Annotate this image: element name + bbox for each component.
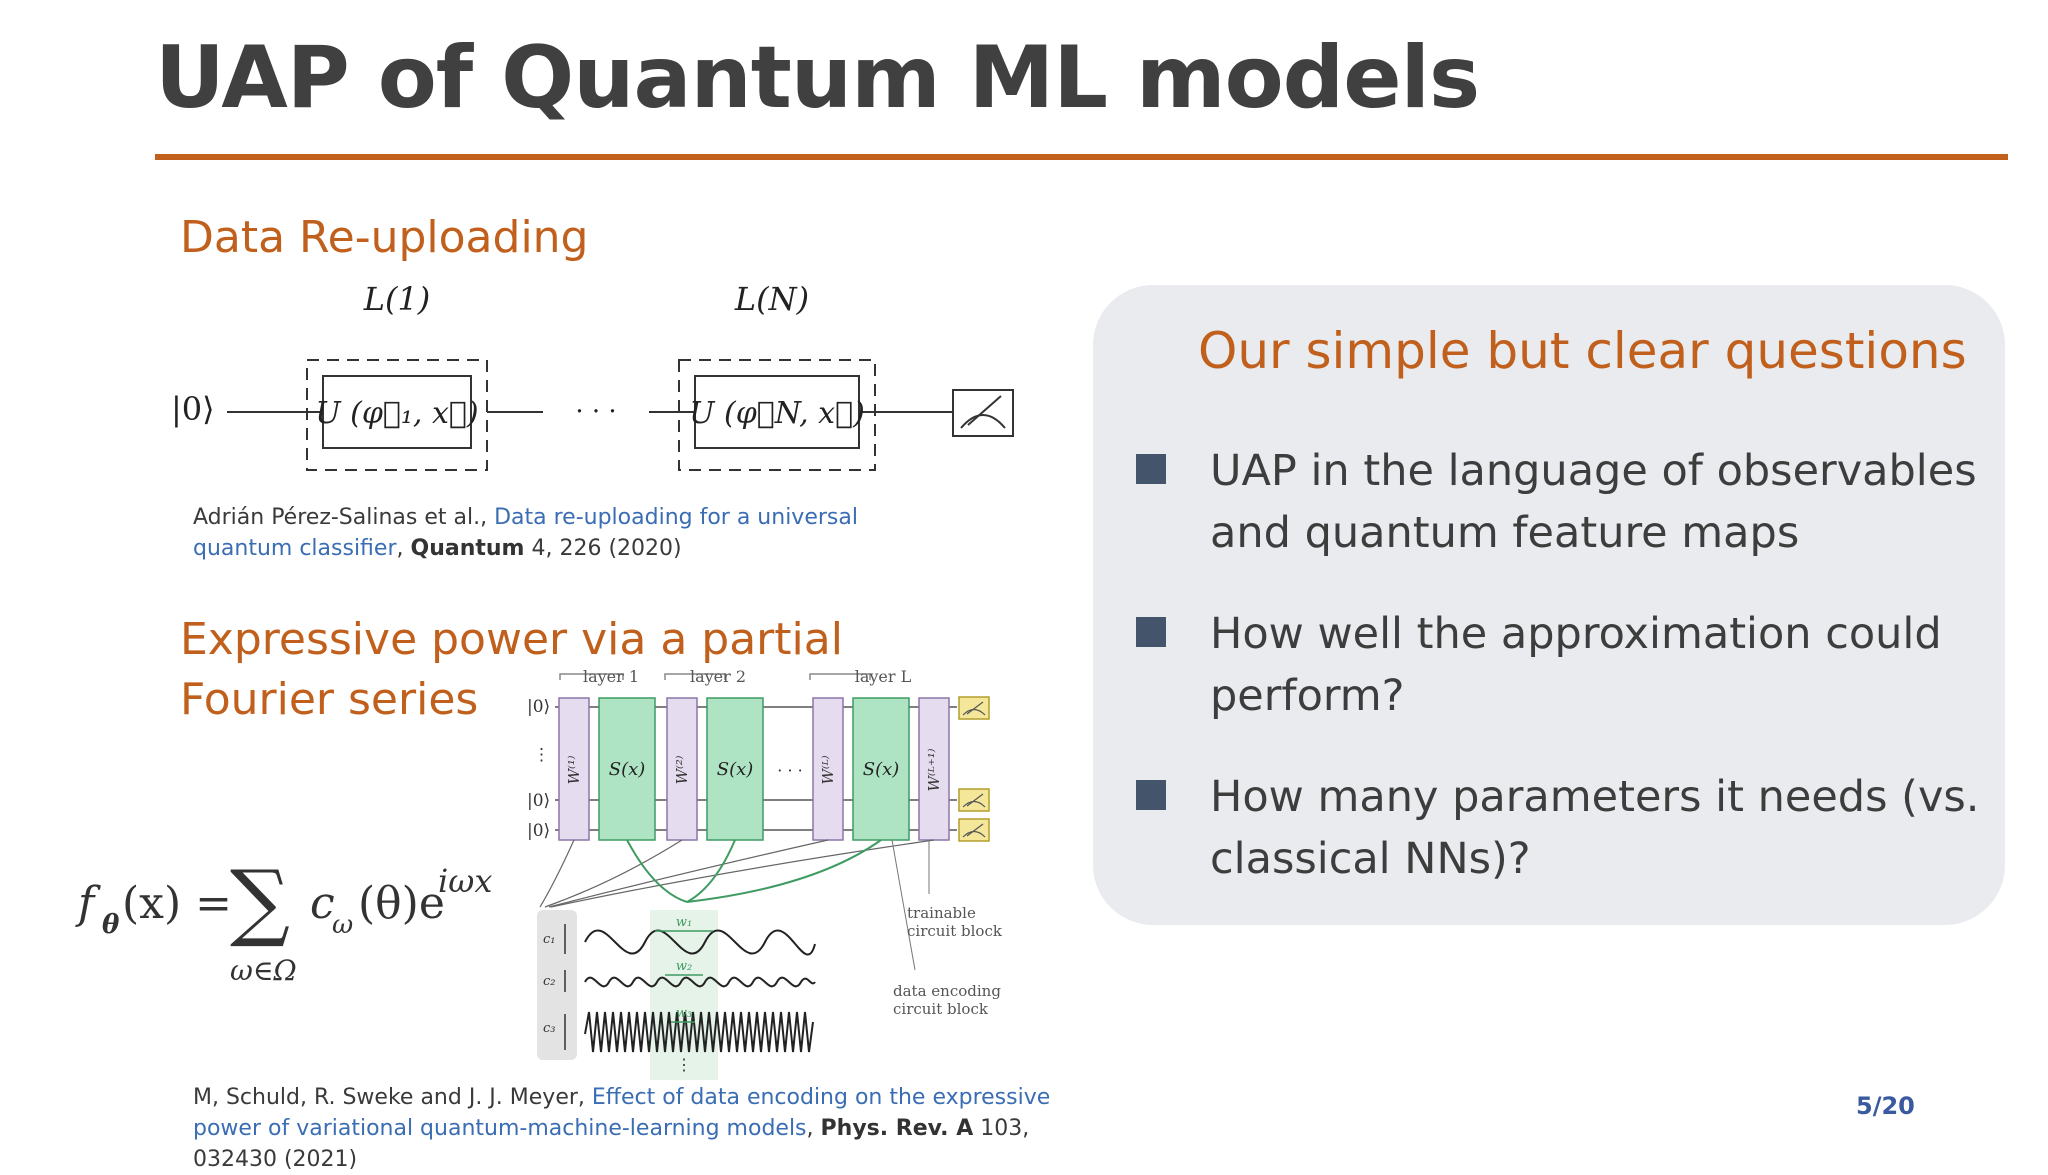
svg-text:⋮: ⋮ xyxy=(676,1055,692,1074)
fourier-heading-line1: Expressive power via a partial xyxy=(180,614,843,665)
svg-text:S(x): S(x) xyxy=(609,759,646,780)
qubit-dots: ⋮ xyxy=(533,745,550,765)
layer-box-n xyxy=(678,359,876,471)
square-bullet-icon xyxy=(1136,780,1166,810)
svg-text:W⁽²⁾: W⁽²⁾ xyxy=(673,755,691,784)
svg-text:S(x): S(x) xyxy=(863,759,900,780)
measurement-icon xyxy=(958,818,990,842)
trainable-block-2 xyxy=(666,697,698,841)
layers-ellipsis: · · · xyxy=(575,397,616,427)
svg-text:circuit block: circuit block xyxy=(907,922,1003,940)
svg-text:c₃: c₃ xyxy=(543,1021,556,1036)
square-bullet-icon xyxy=(1136,454,1166,484)
reuploading-heading: Data Re-uploading xyxy=(180,212,589,263)
fourier-series-formula: f θ (x) = ∑ ω∈Ω c ω (θ)e iωx xyxy=(78,852,493,987)
wave-3 xyxy=(584,1011,814,1053)
trainable-annotation: trainable xyxy=(907,904,976,922)
gate-u-1-label: U (φ⃗₁, x⃗) xyxy=(315,396,478,431)
measurement-icon xyxy=(958,696,990,720)
encoding-block-2 xyxy=(706,697,764,841)
encoding-annotation: data encoding xyxy=(893,982,1001,1000)
fourier-citation: M, Schuld, R. Sweke and J. J. Meyer, Eff… xyxy=(193,1085,1051,1172)
gate-u-1 xyxy=(322,375,472,449)
svg-text:W⁽ᴸ⁺¹⁾: W⁽ᴸ⁺¹⁾ xyxy=(925,748,943,791)
svg-text:W⁽¹⁾: W⁽¹⁾ xyxy=(565,755,583,784)
svg-text:S(x): S(x) xyxy=(717,759,754,780)
svg-text:c₁: c₁ xyxy=(543,932,556,947)
svg-text:W⁽ᴸ⁾: W⁽ᴸ⁾ xyxy=(819,755,837,784)
fourier-paper-link[interactable]: Effect of data encoding on the expressiv… xyxy=(193,1085,1051,1141)
layer-1-label: layer 1 xyxy=(583,667,639,686)
page-number: 5/20 xyxy=(1856,1092,1915,1120)
svg-text:w₁: w₁ xyxy=(676,915,692,930)
slide-title: UAP of Quantum ML models xyxy=(155,28,1480,128)
layer-box-1 xyxy=(306,359,488,471)
fourier-heading-line2: Fourier series xyxy=(180,674,479,725)
wave-2 xyxy=(584,976,816,988)
encoding-block-l xyxy=(852,697,910,841)
measurement-icon xyxy=(958,788,990,812)
layer-l-label: layer L xyxy=(855,667,912,686)
qubit-label: |0⟩ xyxy=(527,821,550,841)
square-bullet-icon xyxy=(1136,617,1166,647)
gate-u-n xyxy=(694,375,860,449)
question-text: UAP in the language of observables and q… xyxy=(1210,446,1977,558)
svg-text:c₂: c₂ xyxy=(543,974,556,989)
title-divider xyxy=(155,154,2008,160)
wave-1 xyxy=(584,929,816,956)
svg-text:w₃: w₃ xyxy=(676,1006,692,1021)
input-state-ket: |0⟩ xyxy=(171,390,215,428)
reuploading-citation: Adrián Pérez-Salinas et al., Data re-upl… xyxy=(193,505,858,561)
question-text: How well the approximation could perform… xyxy=(1210,609,1942,721)
questions-title: Our simple but clear questions xyxy=(1198,322,1967,380)
reuploading-circuit-diagram: L(1) L(N) |0⟩ U (φ⃗₁, x⃗) U (φ⃗N, x⃗) · … xyxy=(171,280,1014,471)
qubit-label: |0⟩ xyxy=(527,791,550,811)
trainable-block-l xyxy=(812,697,844,841)
gate-u-n-label: U (φ⃗N, x⃗) xyxy=(689,396,865,431)
trainable-block-1 xyxy=(558,697,590,841)
qubit-label: |0⟩ xyxy=(527,697,550,717)
layer-label-n: L(N) xyxy=(734,280,809,318)
question-text: How many parameters it needs (vs. classi… xyxy=(1210,772,1980,884)
layer-label-1: L(1) xyxy=(363,280,431,318)
encoding-block-1 xyxy=(598,697,656,841)
svg-text:w₂: w₂ xyxy=(676,959,692,974)
svg-text:circuit block: circuit block xyxy=(893,1000,989,1018)
layer-2-label: layer 2 xyxy=(690,667,746,686)
questions-panel xyxy=(1093,285,2005,925)
diagram-ellipsis: · · · xyxy=(777,761,802,780)
reuploading-paper-link[interactable]: Data re-uploading for a universal quantu… xyxy=(193,505,858,561)
fourier-circuit-diagram: layer 1 layer 2 layer L |0⟩ ⋮ |0⟩ |0⟩ W⁽… xyxy=(527,667,1003,1080)
